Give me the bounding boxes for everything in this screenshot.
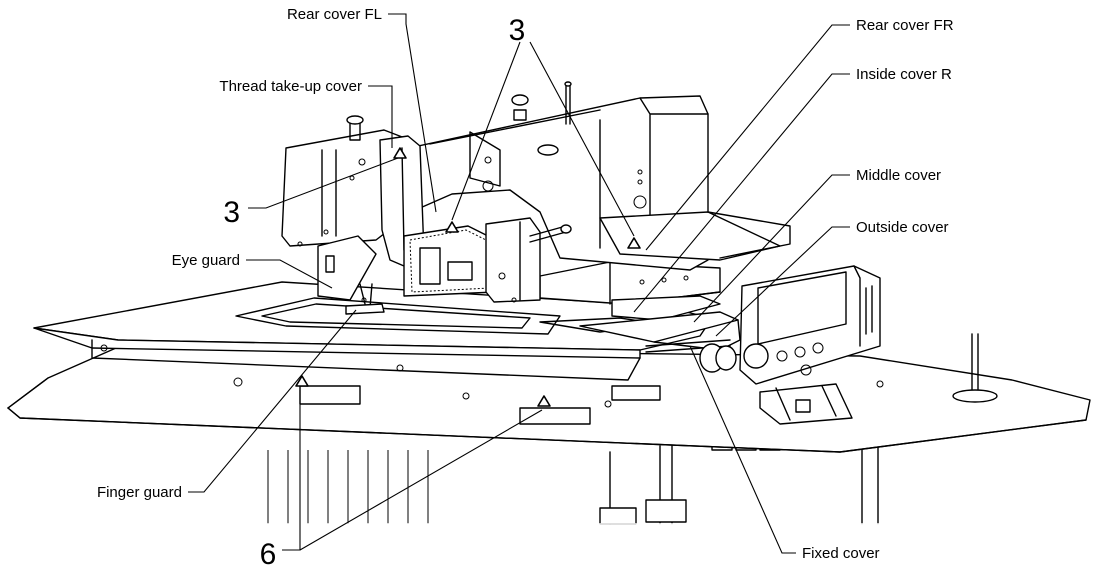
label-finger-guard: Finger guard xyxy=(97,484,182,501)
label-rear-cover-fr: Rear cover FR xyxy=(856,17,954,34)
label-outside-cover: Outside cover xyxy=(856,219,949,236)
label-middle-cover: Middle cover xyxy=(856,167,941,184)
label-inside-cover-r: Inside cover R xyxy=(856,66,952,83)
label-thread-take-up-cover: Thread take-up cover xyxy=(219,78,362,95)
base-table xyxy=(7,333,1091,453)
warning-triangle-icon xyxy=(445,221,459,233)
callout-count-top: 3 xyxy=(509,14,526,47)
label-fixed-cover: Fixed cover xyxy=(802,545,880,562)
warning-triangle-icon xyxy=(393,147,407,159)
label-eye-guard: Eye guard xyxy=(172,252,240,269)
feed-covers xyxy=(539,261,741,373)
warning-triangles xyxy=(295,147,641,407)
warning-triangle-icon xyxy=(295,375,309,387)
work-plate xyxy=(33,281,713,381)
label-rear-cover-fl: Rear cover FL xyxy=(287,6,382,23)
operation-panel xyxy=(739,265,881,425)
leader-lines xyxy=(188,13,850,554)
machine-head xyxy=(281,81,791,315)
callout-count-bottom: 6 xyxy=(260,538,277,571)
warning-triangle-icon xyxy=(537,395,551,407)
labels: Rear cover FL 3 Thread take-up cover 3 E… xyxy=(97,6,954,571)
warning-triangle-icon xyxy=(627,237,641,249)
stand-legs xyxy=(0,431,1116,525)
callout-count-left: 3 xyxy=(223,196,240,229)
